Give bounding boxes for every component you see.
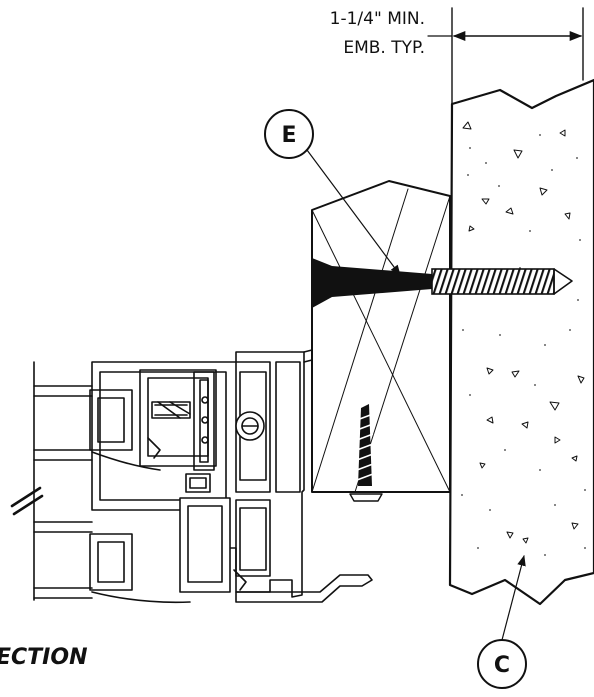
glass-panes [33,361,191,604]
concrete-aggregate-marks [462,121,585,544]
concrete-wall [448,78,594,606]
dimension-line-2: EMB. TYP. [343,38,425,58]
callout-e: E [264,109,401,276]
lock-hardware [235,411,265,441]
anchor-screw-e [312,258,573,308]
callout-c-label: C [494,653,510,678]
break-symbol [10,486,44,516]
installation-screw [349,404,383,502]
section-label: ECTION [0,645,87,670]
dimension-line-1: 1-1/4" MIN. [330,9,425,29]
callout-e-label: E [281,123,296,148]
concrete-sand-dots [461,134,586,556]
callout-c: C [477,554,527,689]
wood-buck [311,180,451,493]
window-frame-profile [89,349,373,603]
embedment-dimension: 1-1/4" MIN. EMB. TYP. [330,7,584,113]
